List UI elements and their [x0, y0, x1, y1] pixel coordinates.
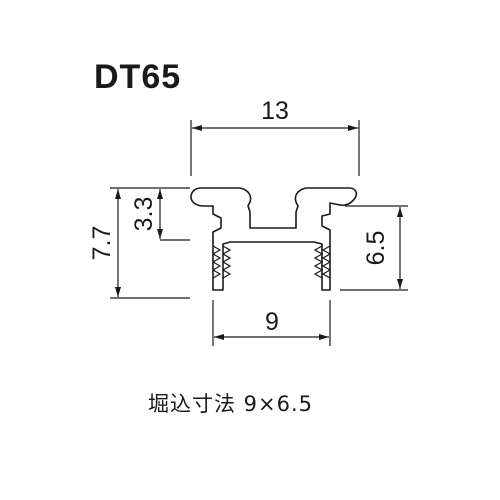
serration-left	[211, 245, 222, 279]
serration-left-inner	[221, 245, 232, 279]
recess-dimension-caption: 堀込寸法 9×6.5	[148, 392, 314, 416]
extrusion-profile	[190, 187, 358, 291]
dim-label-upper-height: 3.3	[130, 197, 158, 232]
serration-right	[321, 245, 332, 279]
dim-label-total-height: 7.7	[88, 226, 116, 261]
serration-right-inner	[313, 245, 324, 279]
dim-label-right-height: 6.5	[362, 231, 390, 266]
dim-label-top-width: 13	[261, 97, 289, 125]
model-title: DT65	[94, 58, 182, 96]
dim-label-bottom-width: 9	[265, 308, 279, 336]
